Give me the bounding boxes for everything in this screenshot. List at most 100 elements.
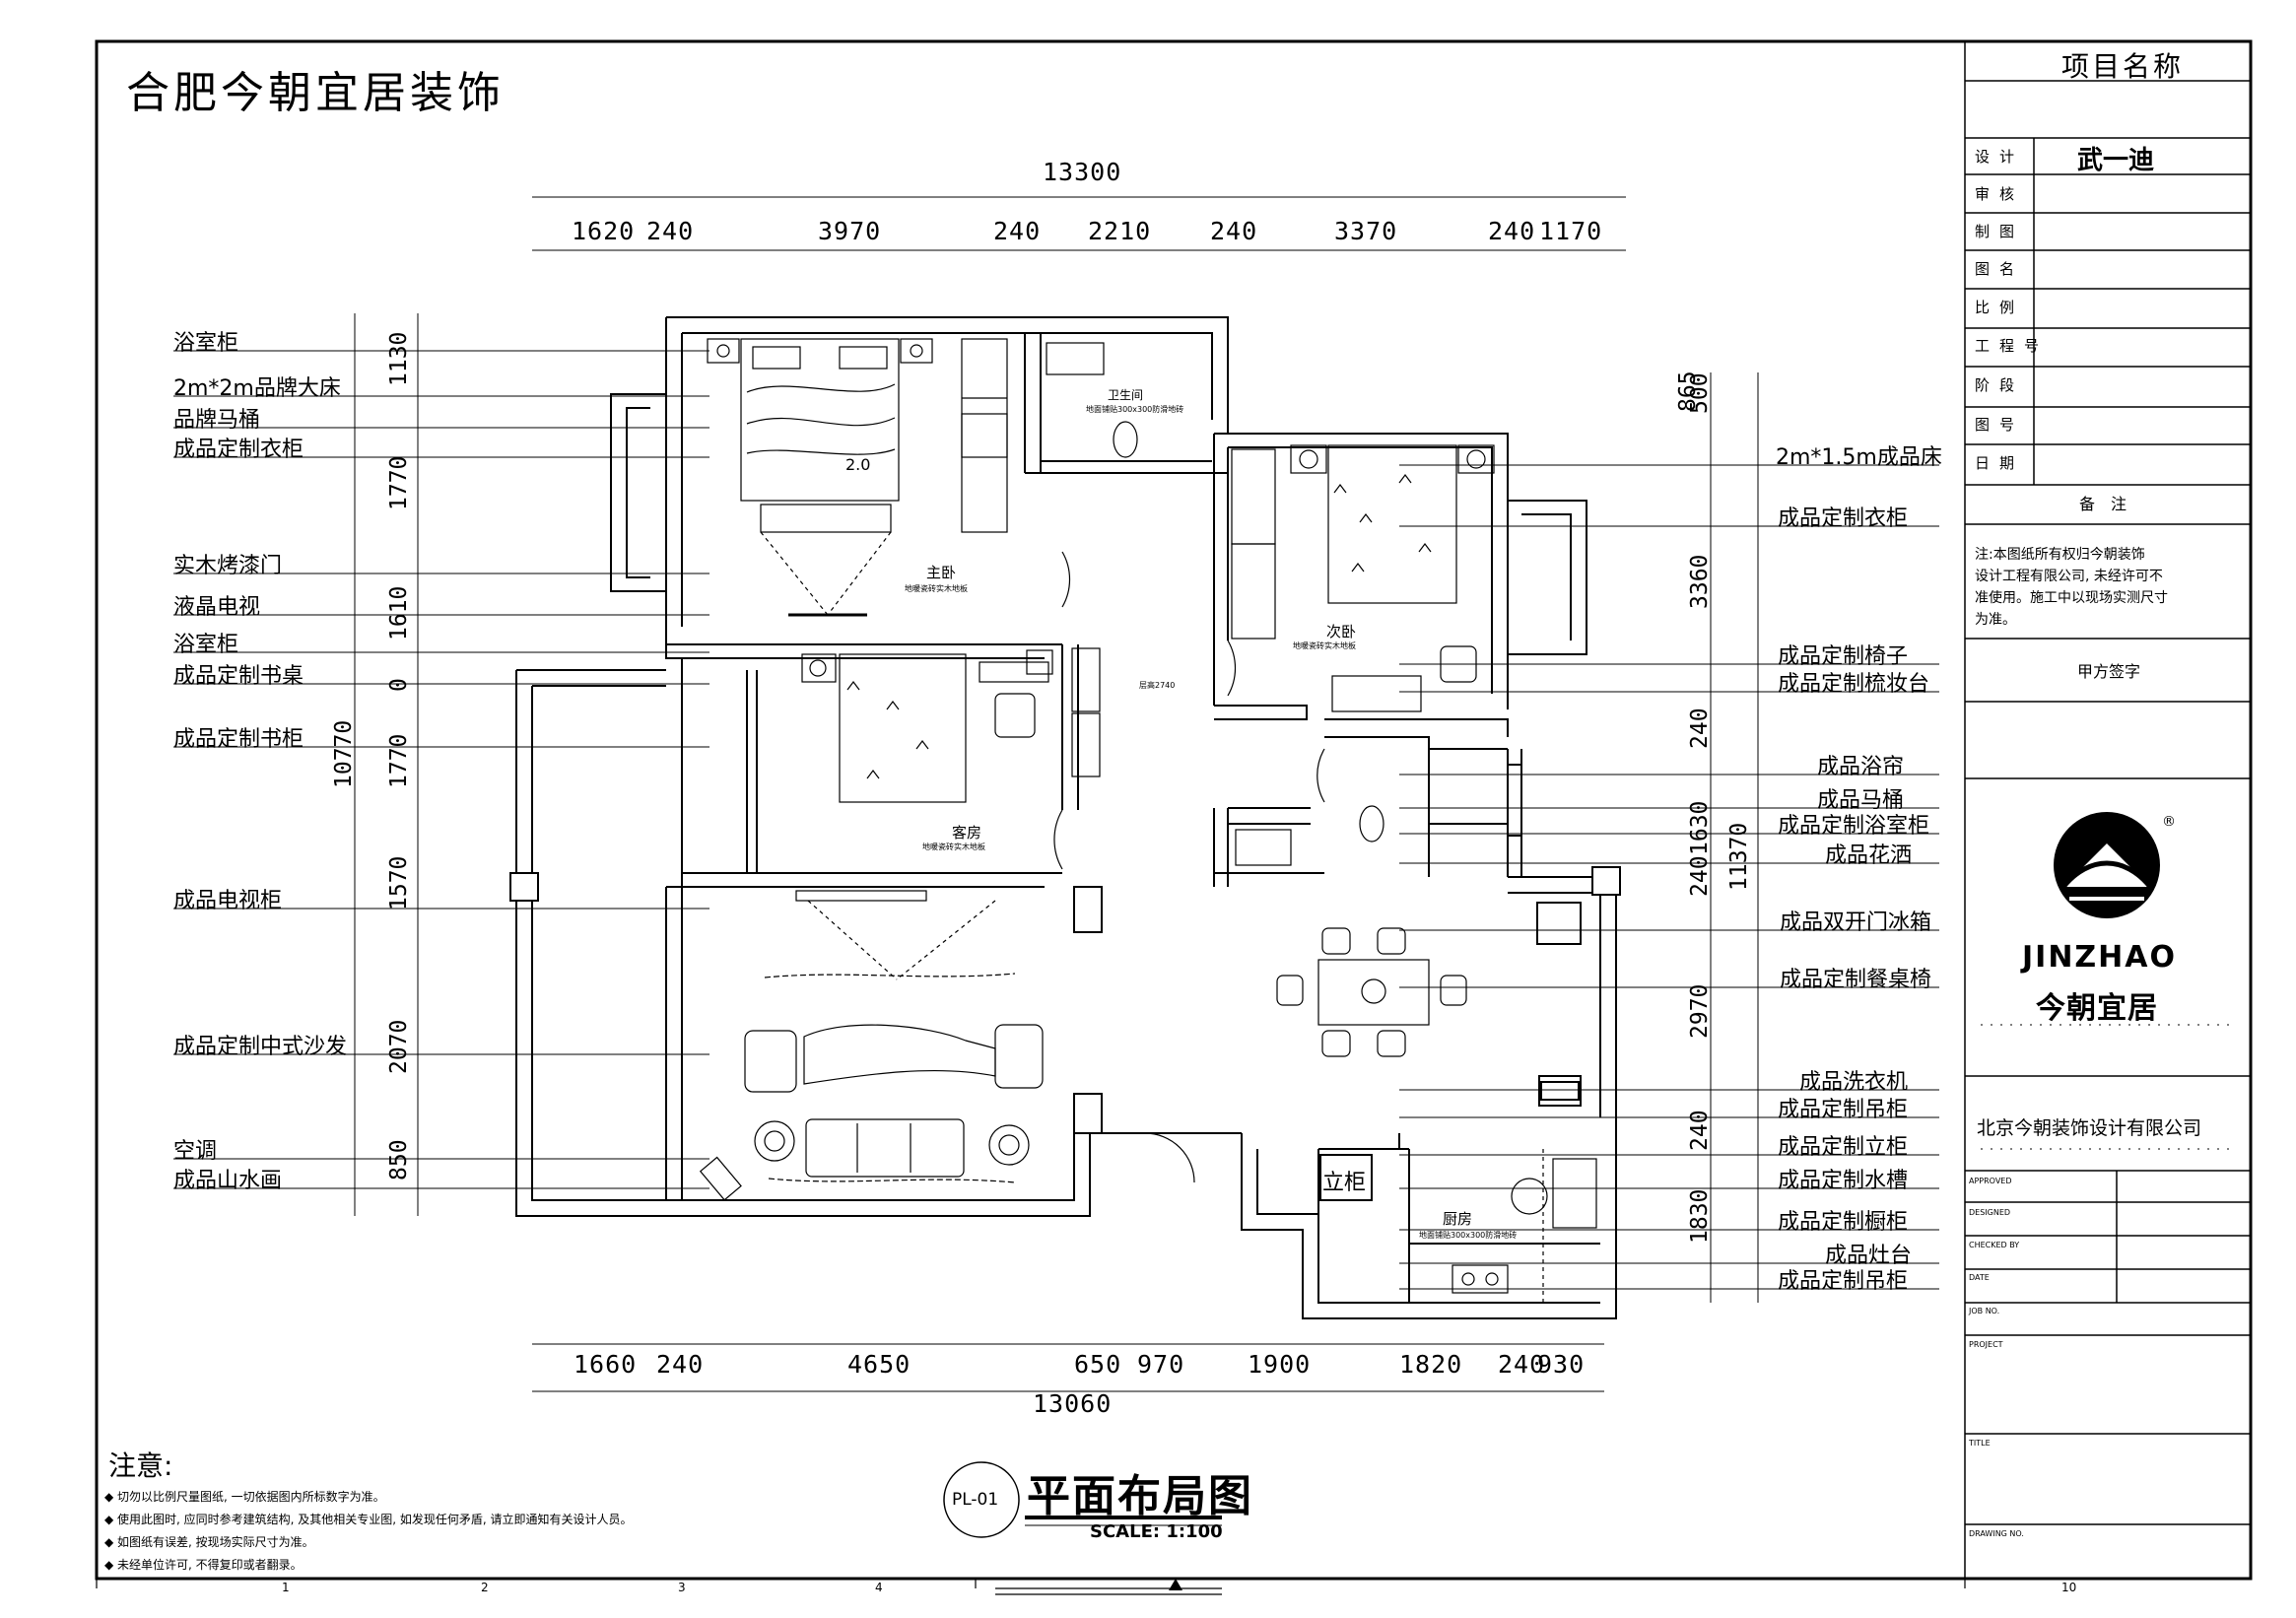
dim-left: 1770 [386,455,412,510]
callout-right: 成品灶台 [1825,1244,1913,1268]
title-block-label: 制图 [1975,223,2025,240]
sheet-number: 1 [282,1581,290,1594]
dim-right-total: 11370 [1726,822,1752,891]
title-block-label: 审核 [1975,185,2025,203]
title-block-field: DESIGNED [1969,1208,2011,1217]
title-block-label: 图号 [1975,416,2025,434]
logo-text-cn: 今朝宜居 [2036,991,2158,1026]
note-line: ◆ 如图纸有误差, 按现场实际尺寸为准。 [104,1535,314,1549]
title-block-field: DATE [1969,1273,1990,1282]
callout-right: 成品定制水槽 [1778,1169,1909,1193]
title-block-label: 工程号 [1975,337,2050,355]
dim-left: 1610 [386,585,412,640]
callout-right: 成品定制梳妆台 [1778,672,1930,697]
registered-mark: ® [2162,814,2176,830]
note-line: ◆ 切勿以比例尺量图纸, 一切依据图内所标数字为准。 [104,1490,385,1504]
project-name-label: 项目名称 [2061,50,2185,83]
title-block-field: PROJECT [1969,1340,2003,1349]
dimension-lines [354,196,1759,1392]
dim-top: 240 [646,217,695,245]
remarks-line: 为准。 [1975,612,2016,628]
dim-bottom: 4650 [847,1350,912,1379]
title-block-value: 武一迪 [2077,146,2155,175]
dim-top: 1620 [572,217,636,245]
dim-right-small: 865 [1675,371,1701,412]
furniture [699,338,1597,1303]
north-triangle-icon [1169,1579,1182,1590]
callout-right: 成品定制橱柜 [1778,1210,1909,1235]
dim-left: 1570 [386,855,412,910]
notes-title: 注意: [108,1449,173,1482]
room-master: 主卧 [926,564,957,581]
room-guest: 客房 [952,824,982,842]
callout-right: 成品马桶 [1817,788,1905,813]
dim-bottom: 970 [1137,1350,1185,1379]
drawing-code-circle [943,1461,1020,1538]
title-block-field: DRAWING NO. [1969,1529,2024,1538]
room-second-floor: 地暖瓷砖实木地板 [1293,641,1356,650]
drawing-scale: SCALE: 1:100 [1090,1521,1223,1542]
dim-bottom: 240 [1498,1350,1546,1379]
callout-right: 成品定制立柜 [1778,1135,1909,1160]
drawing-title: 平面布局图 [1027,1471,1253,1521]
title-block-field: CHECKED BY [1969,1241,2020,1249]
callout-left: 浴室柜 [173,331,239,356]
callout-right: 成品定制吊柜 [1778,1269,1909,1294]
logo-text-en: JINZHAO [2022,940,2178,975]
sheet-number: 3 [678,1581,686,1594]
title-block-field: JOB NO. [1969,1307,2000,1315]
title-block-field: APPROVED [1969,1177,2012,1185]
dim-bottom: 1820 [1399,1350,1463,1379]
title-block-field: TITLE [1969,1439,1991,1448]
callout-left: 成品定制书柜 [173,727,304,752]
bed-size: 2.0 [845,455,871,474]
dim-bottom: 240 [656,1350,705,1379]
dim-left-total: 10770 [331,719,357,788]
dim-right: 240 [1687,1110,1713,1151]
dim-top-total: 13300 [1043,158,1122,186]
hall-height: 层高2740 [1139,681,1176,690]
note-line: ◆ 未经单位许可, 不得复印或者翻录。 [104,1558,303,1572]
room-master-floor: 地暖瓷砖实木地板 [905,584,968,593]
dim-left: 850 [386,1139,412,1180]
dim-bottom: 930 [1537,1350,1586,1379]
callout-left: 2m*2m品牌大床 [173,376,341,401]
callout-left: 品牌马桶 [173,408,261,433]
dim-top: 3370 [1334,217,1398,245]
room-kitchen: 厨房 [1443,1210,1473,1228]
dim-top: 240 [993,217,1042,245]
dim-left: 2070 [386,1019,412,1074]
dim-top: 3970 [818,217,882,245]
callout-left: 实木烤漆门 [173,554,283,578]
cabinet-label: 立柜 [1322,1171,1367,1195]
callout-right: 成品定制吊柜 [1778,1098,1909,1122]
callout-right: 2m*1.5m成品床 [1776,445,1942,470]
dim-top: 240 [1210,217,1258,245]
callout-left: 成品定制衣柜 [173,438,304,462]
callout-right: 成品双开门冰箱 [1780,910,1932,935]
callout-right: 成品花洒 [1825,843,1913,868]
dim-top: 240 [1488,217,1536,245]
dim-top: 2210 [1088,217,1152,245]
company-name: 北京今朝装饰设计有限公司 [1977,1117,2202,1139]
callout-left: 浴室柜 [173,633,239,657]
title-block-label: 日期 [1975,454,2025,472]
dim-bottom: 1900 [1248,1350,1312,1379]
title-block-lines [1964,41,2251,1579]
callout-left: 成品山水画 [173,1169,283,1193]
callout-right: 成品定制衣柜 [1778,506,1909,531]
dim-bottom: 650 [1074,1350,1122,1379]
note-line: ◆ 使用此图时, 应同时参考建筑结构, 及其他相关专业图, 如发现任何矛盾, 请… [104,1513,633,1526]
callout-left: 液晶电视 [173,595,261,620]
company-header: 合肥今朝宜居装饰 [126,68,505,118]
callout-left: 空调 [173,1139,218,1164]
dim-bottom-total: 13060 [1033,1389,1113,1418]
dim-right: 2970 [1687,983,1713,1039]
remarks-line: 注:本图纸所有权归今朝装饰 [1975,547,2145,563]
dim-left: 1770 [386,733,412,788]
dim-left: 1130 [386,331,412,386]
remarks-line: 准使用。施工中以现场实测尺寸 [1975,590,2168,606]
remarks-line: 设计工程有限公司, 未经许可不 [1975,569,2163,584]
title-block-label: 图名 [1975,260,2025,278]
